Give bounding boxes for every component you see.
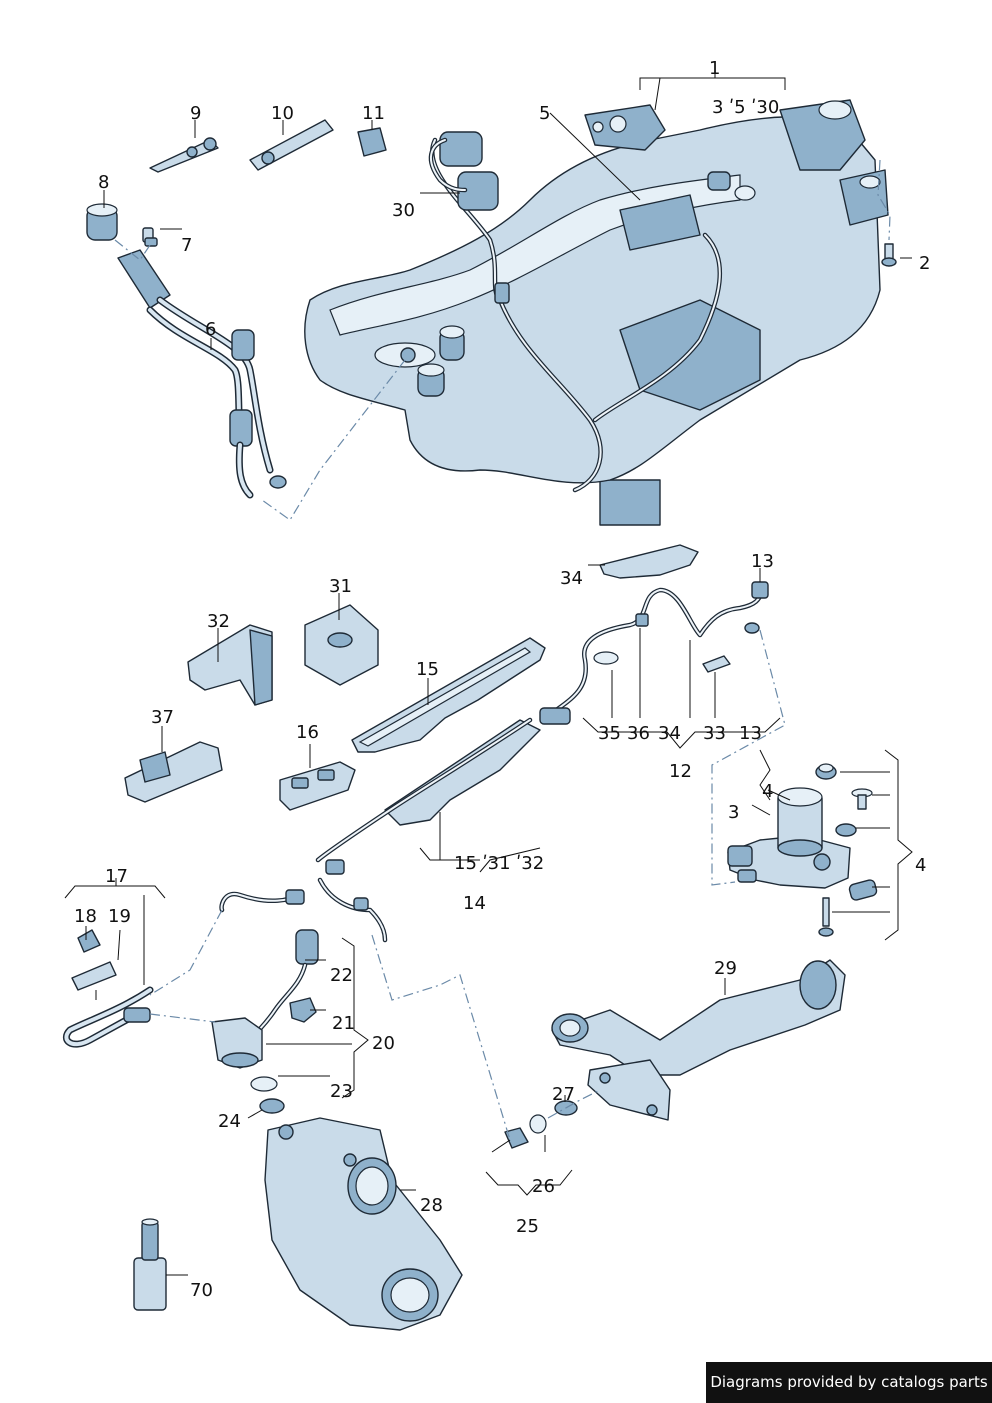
clip-34[interactable] <box>599 544 699 579</box>
callout-10: 10 <box>271 103 294 124</box>
callout-13b: 13 <box>739 723 762 744</box>
callout-37: 37 <box>151 707 174 728</box>
callout-34a: 34 <box>560 568 583 589</box>
callout-26: 26 <box>532 1176 555 1197</box>
callout-1: 1 <box>709 58 720 79</box>
filler-cap-8[interactable] <box>86 203 118 241</box>
sensor-line-12[interactable] <box>539 581 769 725</box>
callout-28: 28 <box>420 1195 443 1216</box>
callout-24: 24 <box>218 1111 241 1132</box>
clip-33[interactable] <box>702 655 731 673</box>
callout-7: 7 <box>181 235 192 256</box>
callout-5: 5 <box>539 103 550 124</box>
callout-8: 8 <box>98 172 109 193</box>
callout-33: 33 <box>703 723 726 744</box>
callout-9: 9 <box>190 103 201 124</box>
callout-4a: 4 <box>762 781 773 802</box>
callout-35: 35 <box>598 723 621 744</box>
fuel-tank[interactable] <box>304 99 889 526</box>
callout-19: 19 <box>108 906 131 927</box>
callout-15: 15 <box>416 659 439 680</box>
callout-20: 20 <box>372 1033 395 1054</box>
sensor-25[interactable] <box>491 1127 529 1153</box>
additive-bottle-70[interactable] <box>133 1218 167 1311</box>
callout-6: 6 <box>205 319 216 340</box>
callout-25: 25 <box>516 1216 539 1237</box>
callout-14: 14 <box>463 893 486 914</box>
line-17[interactable] <box>62 986 154 1048</box>
callout-23: 23 <box>330 1081 353 1102</box>
callout-18: 18 <box>74 906 97 927</box>
callout-12: 12 <box>669 761 692 782</box>
pump-3[interactable] <box>727 787 851 889</box>
bolt-2[interactable] <box>881 243 897 267</box>
clamp-24[interactable] <box>259 1098 285 1114</box>
callout-13a: 13 <box>751 551 774 572</box>
bracket-31[interactable] <box>304 604 379 686</box>
filler-pipe-6[interactable] <box>117 249 287 499</box>
callout-31: 31 <box>329 576 352 597</box>
callout-1-sub: 3 ʹ5 ʹ30 <box>712 97 779 118</box>
callout-34b: 34 <box>658 723 681 744</box>
screw-7[interactable] <box>142 227 158 247</box>
seal-23[interactable] <box>250 1076 278 1092</box>
bracket-16[interactable] <box>279 761 356 811</box>
callout-4b: 4 <box>915 855 926 876</box>
clip-19[interactable] <box>71 961 117 991</box>
callout-21: 21 <box>332 1013 355 1034</box>
seal-26[interactable] <box>529 1114 547 1134</box>
wiring-harness-30[interactable] <box>428 131 499 211</box>
injector-20[interactable] <box>211 1017 263 1069</box>
hose-clip-10[interactable] <box>249 119 334 171</box>
attribution-footer: Diagrams provided by catalogs parts <box>706 1362 992 1403</box>
callout-32: 32 <box>207 611 230 632</box>
leader-lines <box>64 70 913 1276</box>
catalytic-converter-29[interactable] <box>551 959 846 1121</box>
bracket-32[interactable] <box>187 624 273 706</box>
clip-18[interactable] <box>77 929 101 953</box>
callout-30: 30 <box>392 200 415 221</box>
callout-16: 16 <box>296 722 319 743</box>
assembly-lines <box>114 159 891 1141</box>
particulate-filter-28[interactable] <box>264 1117 463 1331</box>
clip-11[interactable] <box>357 127 387 157</box>
bracket-21[interactable] <box>289 997 317 1023</box>
callout-70: 70 <box>190 1280 213 1301</box>
callout-17: 17 <box>105 866 128 887</box>
callout-3: 3 <box>728 802 739 823</box>
callout-2: 2 <box>919 253 930 274</box>
callout-29: 29 <box>714 958 737 979</box>
hose-clip-9[interactable] <box>149 137 219 173</box>
callout-11: 11 <box>362 103 385 124</box>
callout-36: 36 <box>627 723 650 744</box>
callout-numbers: 1 3 ʹ5 ʹ30 2 3 4 4 5 6 7 8 9 10 11 12 13… <box>74 58 930 1301</box>
callout-22: 22 <box>330 965 353 986</box>
callout-15-group: 15 ʹ31 ʹ32 <box>454 853 544 874</box>
heat-shield-15[interactable] <box>351 637 546 753</box>
callout-27: 27 <box>552 1084 575 1105</box>
wiring-harness-14[interactable] <box>219 717 541 943</box>
bracket-37[interactable] <box>124 741 223 803</box>
sensor-22[interactable] <box>252 929 319 1038</box>
